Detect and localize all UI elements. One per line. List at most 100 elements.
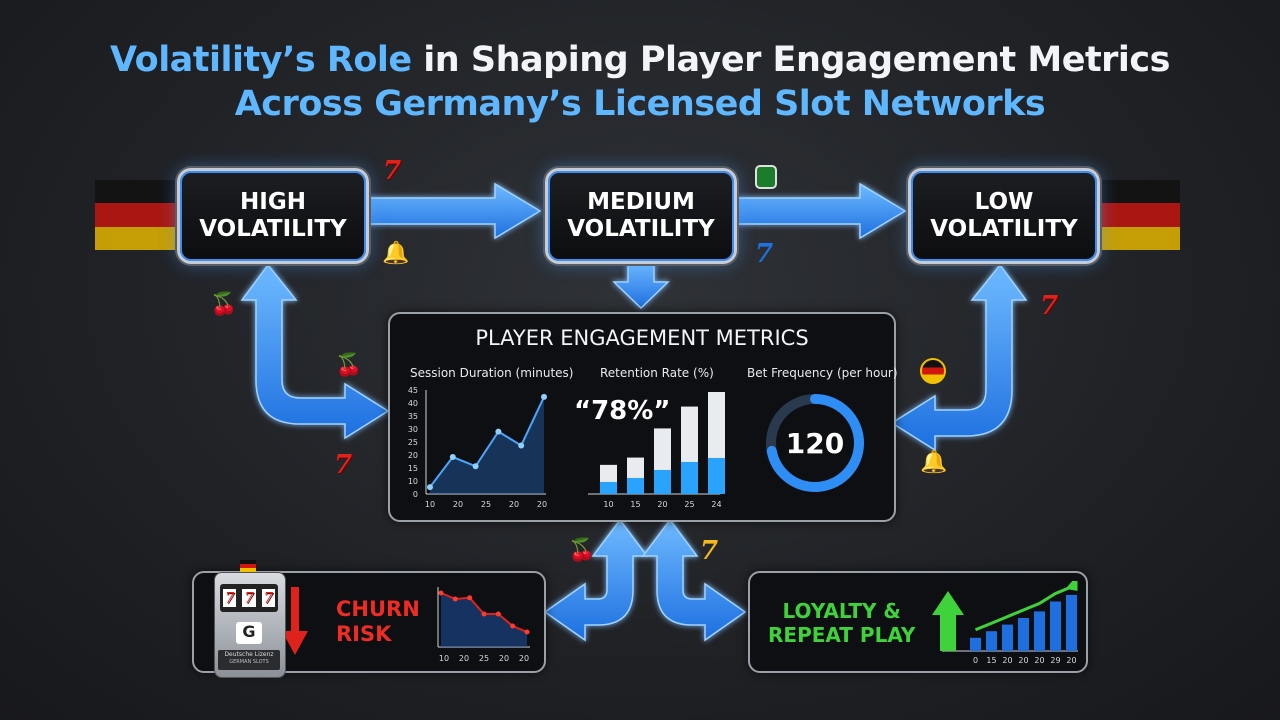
bar xyxy=(1018,618,1029,651)
title-highlight: Volatility’s Role xyxy=(109,40,412,80)
x-tick-label: 20 xyxy=(657,500,667,509)
bar xyxy=(986,631,997,651)
machine-caption: Deutsche Lizenz xyxy=(224,651,274,658)
x-tick-label: 20 xyxy=(453,500,463,509)
german-flag-right xyxy=(1100,180,1180,250)
x-tick-label: 0 xyxy=(973,656,978,665)
data-point xyxy=(495,428,502,435)
bell-icon: 🔔 xyxy=(382,241,410,266)
trend-line xyxy=(974,585,1073,632)
x-tick-label: 10 xyxy=(603,500,613,509)
reel-seven-icon: 7 xyxy=(261,589,276,607)
bar xyxy=(1034,611,1045,651)
data-point xyxy=(510,623,516,629)
data-point xyxy=(518,442,525,449)
y-tick-label: 25 xyxy=(408,438,418,447)
bar-retained xyxy=(681,461,698,494)
cherry-icon: 🍒 xyxy=(568,538,596,563)
cherry-icon: 🍒 xyxy=(335,353,363,378)
y-tick-label: 0 xyxy=(413,490,418,499)
slot-machine-icon: 7 7 7 G Deutsche Lizenz GERMAN SLOTS xyxy=(214,560,286,678)
seven-icon: 7 xyxy=(755,239,774,269)
x-tick-label: 10 xyxy=(425,500,435,509)
data-point xyxy=(481,611,487,617)
arrow-metrics-to-churn xyxy=(543,518,649,642)
gauge-fill xyxy=(766,394,864,492)
x-tick-label: 20 xyxy=(1018,656,1028,665)
cherry-icon: 🍒 xyxy=(210,292,238,317)
arrow-metrics-to-loyalty xyxy=(641,518,747,642)
arrow-down-icon xyxy=(282,587,308,655)
loyalty-label: LOYALTY & REPEAT PLAY xyxy=(768,599,916,647)
title-rest: in Shaping Player Engagement Metrics xyxy=(411,40,1171,80)
medium-volatility-box: MEDIUM VOLATILITY xyxy=(545,168,737,264)
data-point xyxy=(541,393,547,400)
series-line xyxy=(429,396,545,488)
german-flag-left xyxy=(95,180,175,250)
retention-rate-chart: 10 15 20 25 24 xyxy=(588,392,725,509)
metrics-heading: PLAYER ENGAGEMENT METRICS xyxy=(475,326,809,350)
bar xyxy=(1002,624,1013,651)
page-title: Volatility’s Role in Shaping Player Enga… xyxy=(0,38,1280,126)
x-tick-label: 25 xyxy=(684,500,694,509)
seven-icon: 7 xyxy=(383,156,402,186)
bar-retained xyxy=(654,469,671,494)
data-point xyxy=(427,484,433,491)
bet-frequency-gauge: 120 xyxy=(766,394,864,492)
x-tick-label: 20 xyxy=(1066,656,1076,665)
reel-seven-icon: 7 xyxy=(242,589,256,607)
churn-risk-label: CHURN RISK xyxy=(336,597,420,646)
machine-logo: G xyxy=(236,622,262,644)
title-line-2: Across Germany’s Licensed Slot Networks xyxy=(234,84,1046,124)
data-point xyxy=(524,629,530,635)
arrow-low-metrics xyxy=(890,263,1028,452)
x-tick-label: 20 xyxy=(459,654,469,663)
y-tick-label: 30 xyxy=(408,425,418,434)
slot-token-icon xyxy=(755,165,777,189)
reel-seven-icon: 7 xyxy=(222,589,237,607)
x-tick-label: 25 xyxy=(479,654,489,663)
bar xyxy=(970,637,981,651)
x-tick-label: 24 xyxy=(711,500,721,509)
seven-icon: 7 xyxy=(700,536,719,566)
data-point xyxy=(452,596,458,602)
data-point xyxy=(438,590,444,596)
high-volatility-box: HIGH VOLATILITY xyxy=(177,168,369,264)
trend-arrowhead xyxy=(1065,581,1078,591)
y-tick-label: 35 xyxy=(408,412,418,421)
arrow-high-metrics xyxy=(240,263,390,440)
arrow-high-to-medium xyxy=(367,182,542,240)
y-tick-label: 45 xyxy=(408,386,418,395)
x-tick-label: 20 xyxy=(509,500,519,509)
bar xyxy=(1066,594,1077,651)
x-tick-label: 20 xyxy=(1034,656,1044,665)
engagement-metrics-panel: PLAYER ENGAGEMENT METRICS Session Durati… xyxy=(388,312,898,522)
bar-retained xyxy=(600,481,617,494)
machine-plate: Deutsche Lizenz GERMAN SLOTS xyxy=(218,650,280,670)
x-tick-label: 15 xyxy=(986,656,996,665)
y-tick-label: 15 xyxy=(408,464,418,473)
growth-arrow-icon xyxy=(932,591,964,651)
german-coin-icon xyxy=(920,358,946,384)
bet-frequency-value: 120 xyxy=(786,427,844,460)
bell-icon: 🔔 xyxy=(920,450,948,475)
y-tick-label: 10 xyxy=(408,477,418,486)
retention-callout: “78%” xyxy=(574,396,671,426)
retention-rate-label: Retention Rate (%) xyxy=(600,366,714,380)
data-point xyxy=(472,463,479,470)
y-tick-label: 20 xyxy=(408,451,418,460)
x-tick-label: 10 xyxy=(439,654,449,663)
area-fill xyxy=(441,593,527,647)
machine-caption-2: GERMAN SLOTS xyxy=(229,659,269,665)
x-tick-label: 20 xyxy=(499,654,509,663)
x-tick-label: 15 xyxy=(630,500,640,509)
bar xyxy=(1050,601,1061,651)
x-tick-label: 29 xyxy=(1050,656,1060,665)
data-point xyxy=(449,454,456,461)
seven-icon: 7 xyxy=(334,450,353,480)
